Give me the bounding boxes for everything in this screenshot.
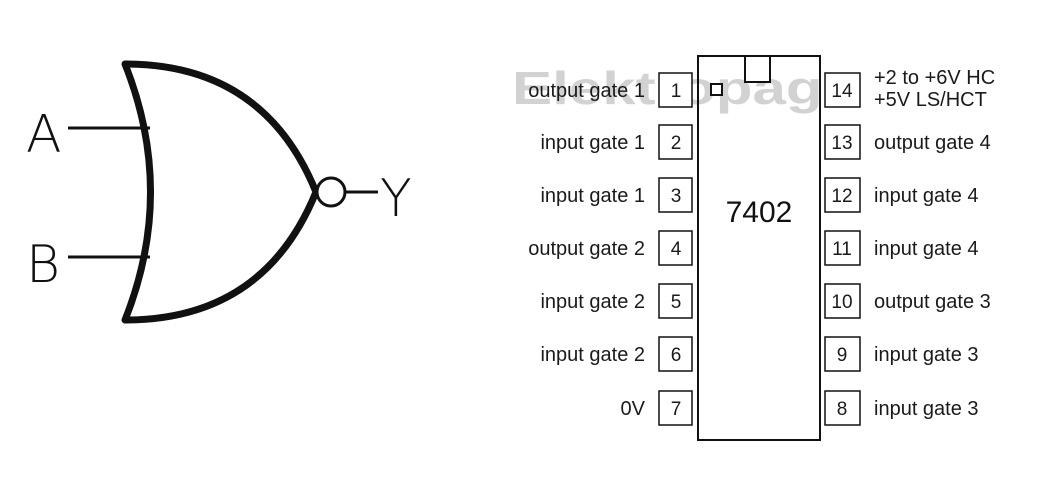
pin-3: 3 input gate 1 xyxy=(540,177,693,213)
pin-7: 7 0V xyxy=(621,390,693,426)
pin-number: 5 xyxy=(671,292,682,313)
pin-label: +2 to +6V HC xyxy=(874,67,995,89)
pin-11: 11 input gate 4 xyxy=(824,230,979,266)
pin1-indicator xyxy=(710,83,723,96)
pin-box xyxy=(658,177,693,213)
pin-8: 8 input gate 3 xyxy=(824,390,979,426)
pin-10: 10 output gate 3 xyxy=(824,283,991,319)
pin-box xyxy=(824,72,861,108)
pin-14: 14 +2 to +6V HC +5V LS/HCT xyxy=(824,67,995,111)
pin-box xyxy=(824,230,861,266)
pin-box xyxy=(824,283,861,319)
pin-label: input gate 3 xyxy=(874,398,979,420)
right-pins: 14 +2 to +6V HC +5V LS/HCT 13 output gat… xyxy=(824,67,995,426)
pin-number: 8 xyxy=(837,399,848,420)
pin-number: 4 xyxy=(671,239,682,260)
pin-box xyxy=(824,177,861,213)
chip-notch xyxy=(744,55,771,83)
pin-box xyxy=(658,390,693,426)
left-pins: 1 output gate 1 2 input gate 1 3 input g… xyxy=(528,72,693,426)
pin-box xyxy=(824,390,861,426)
pin-box xyxy=(658,336,693,372)
pin-12: 12 input gate 4 xyxy=(824,177,979,213)
pin-5: 5 input gate 2 xyxy=(540,283,693,319)
pin-number: 12 xyxy=(831,186,852,207)
pin-number: 9 xyxy=(837,345,848,366)
pin-label: output gate 3 xyxy=(874,291,991,313)
nor-gate-body xyxy=(121,60,320,324)
output-y-label: Y xyxy=(380,169,412,229)
pin-label: input gate 2 xyxy=(540,344,645,366)
pin-label: 0V xyxy=(621,398,646,420)
pin-label: input gate 1 xyxy=(540,185,645,207)
input-a-label: A xyxy=(26,105,62,165)
pin-number: 6 xyxy=(671,345,682,366)
pin-13: 13 output gate 4 xyxy=(824,124,991,160)
pin-number: 10 xyxy=(831,292,852,313)
ic-pinout: Elektropage 7402 1 output gate 1 2 input… xyxy=(512,55,995,441)
nor-gate-symbol: A B Y xyxy=(26,60,412,324)
pin-box xyxy=(658,283,693,319)
pin-box xyxy=(824,336,861,372)
pin-1: 1 output gate 1 xyxy=(528,72,693,108)
pin-number: 14 xyxy=(831,81,853,102)
pin-label: input gate 3 xyxy=(874,344,979,366)
pin-6: 6 input gate 2 xyxy=(540,336,693,372)
pin-label: input gate 1 xyxy=(540,132,645,154)
pin-box xyxy=(658,72,693,108)
input-b-label: B xyxy=(26,235,60,295)
pin-number: 1 xyxy=(671,81,682,102)
pin-number: 2 xyxy=(671,133,682,154)
chip-name: 7402 xyxy=(726,196,793,229)
pin-label-secondary: +5V LS/HCT xyxy=(874,89,987,111)
pin-label: output gate 4 xyxy=(874,132,991,154)
pin-label: input gate 2 xyxy=(540,291,645,313)
pin-label: output gate 1 xyxy=(528,80,645,102)
pin-number: 13 xyxy=(831,133,852,154)
pin-box xyxy=(658,124,693,160)
pin-label: output gate 2 xyxy=(528,238,645,260)
pin-box xyxy=(658,230,693,266)
pin-label: input gate 4 xyxy=(874,185,979,207)
pin-4: 4 output gate 2 xyxy=(528,230,693,266)
pin-number: 7 xyxy=(671,399,682,420)
pin-9: 9 input gate 3 xyxy=(824,336,979,372)
pin-2: 2 input gate 1 xyxy=(540,124,693,160)
inversion-bubble xyxy=(315,176,347,208)
pin-box xyxy=(824,124,861,160)
pin-number: 11 xyxy=(832,239,852,260)
pin-number: 3 xyxy=(671,186,682,207)
pin-label: input gate 4 xyxy=(874,238,979,260)
